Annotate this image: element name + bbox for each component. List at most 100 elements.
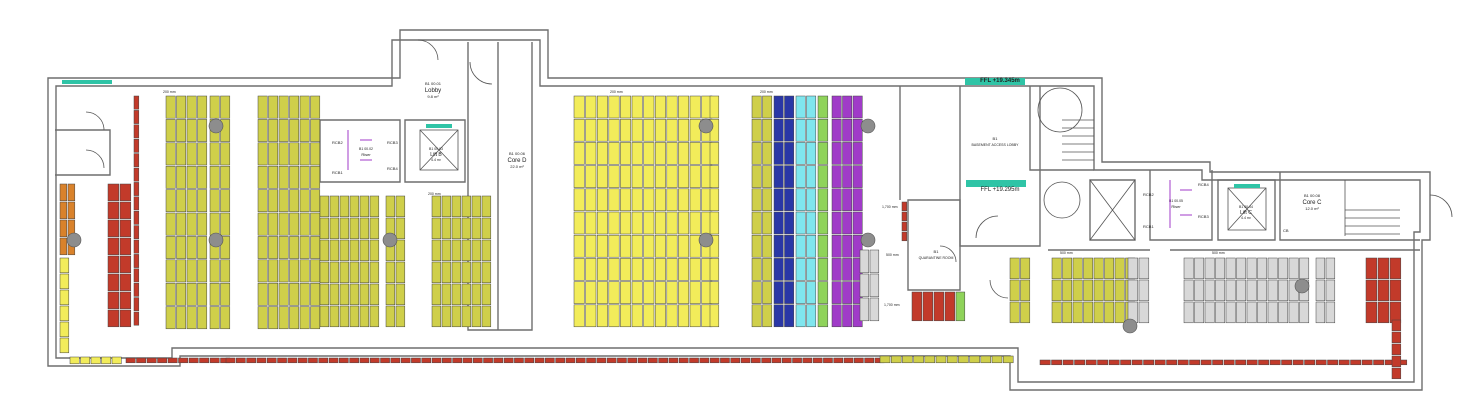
rack-red [1108, 359, 1120, 366]
rack-purple [831, 211, 842, 235]
rack-red [1377, 257, 1390, 280]
rack-red [107, 273, 120, 292]
rack-grey [1315, 301, 1326, 324]
rack-olive [1020, 301, 1031, 324]
rack-purple [842, 258, 853, 281]
rack-red [133, 225, 140, 240]
rack-olive [395, 305, 406, 328]
rack-blue [784, 118, 795, 142]
rack-olive [186, 212, 197, 236]
rack-olive [946, 355, 958, 364]
rack-grey [1325, 279, 1336, 302]
rack-yellow [80, 356, 91, 365]
rack-olive [1083, 257, 1094, 280]
rack-grey [1183, 279, 1194, 302]
rack-yellow [709, 304, 720, 328]
rack-olive [1093, 257, 1104, 280]
rack-cyan [806, 258, 817, 281]
rack-yellow [573, 165, 585, 188]
rack-olive [329, 283, 340, 306]
rack-yellow [631, 142, 643, 165]
rack-yellow [643, 258, 655, 281]
rack-olive [441, 239, 452, 262]
rack-red [1051, 359, 1063, 366]
rack-olive [319, 261, 330, 284]
rack-red [133, 297, 140, 312]
rack-grey [1204, 301, 1215, 324]
tag-rcb1-b: RCB1 [332, 170, 343, 175]
rack-olive [165, 142, 176, 166]
rack-olive [762, 258, 773, 281]
rack-red [107, 183, 120, 202]
rack-olive [186, 95, 197, 119]
rack-olive [310, 142, 321, 166]
rack-yellow [585, 188, 597, 212]
rack-olive [176, 212, 187, 236]
rack-purple [842, 281, 853, 304]
rack-red [1143, 359, 1155, 366]
rack-yellow [620, 304, 632, 328]
rack-olive [268, 282, 279, 306]
rack-yellow [654, 211, 666, 235]
rack-grey [1315, 279, 1326, 302]
rack-red [864, 357, 874, 364]
rack-yellow [643, 165, 655, 188]
rack-red [1391, 319, 1402, 332]
rack-olive [431, 239, 442, 262]
rack-yellow [666, 142, 678, 165]
rack-olive [751, 165, 762, 188]
rack-yellow [69, 356, 80, 365]
rack-red [133, 153, 140, 168]
rack-olive [471, 305, 482, 328]
rack-red [545, 357, 555, 364]
rack-yellow [59, 257, 70, 274]
rack-olive [319, 305, 330, 328]
rack-yellow [620, 118, 632, 142]
rack-yellow [596, 211, 608, 235]
rack-olive [481, 305, 492, 328]
rack-grey [1257, 301, 1268, 324]
rack-olive [197, 189, 208, 213]
rack-red [1377, 301, 1390, 324]
rack-cyan [806, 165, 817, 188]
rack-red [359, 357, 370, 364]
rack-yellow [643, 234, 655, 258]
rack-red [678, 357, 689, 364]
rack-yellow [596, 258, 608, 281]
rack-yellow [101, 356, 112, 365]
rack-yellow [608, 258, 620, 281]
rack-olive [1051, 301, 1062, 324]
rack-purple [831, 258, 842, 281]
rack-olive [197, 95, 208, 119]
rack-olive [268, 165, 279, 189]
rack-olive [1009, 257, 1020, 280]
rack-grey [1127, 257, 1139, 280]
rack-red [843, 357, 854, 364]
rack-olive [310, 236, 321, 259]
rack-blue [773, 304, 784, 328]
rack-red [1131, 359, 1143, 366]
rack-olive [751, 304, 762, 328]
rack-red [802, 357, 813, 364]
rack-olive [310, 282, 321, 306]
tag-rcb4-c: RCB4 [1198, 182, 1209, 187]
rack-olive [176, 306, 187, 330]
level-top: FFL +19.345m [980, 78, 1020, 84]
rack-purple [842, 165, 853, 188]
rack-grey [1257, 257, 1268, 280]
rack-yellow [643, 211, 655, 235]
rack-red [125, 357, 136, 364]
rack-red [328, 357, 339, 364]
rack-blue [773, 95, 784, 119]
rack-olive [1009, 279, 1020, 302]
rack-red [637, 357, 648, 364]
rack-red [199, 357, 210, 364]
column [698, 118, 714, 134]
rack-olive [176, 259, 187, 283]
rack-olive [481, 217, 492, 240]
rack-olive [762, 95, 773, 119]
rack-olive [209, 95, 220, 119]
rack-yellow [678, 165, 690, 188]
rack-purple [831, 165, 842, 188]
rack-olive [197, 306, 208, 330]
